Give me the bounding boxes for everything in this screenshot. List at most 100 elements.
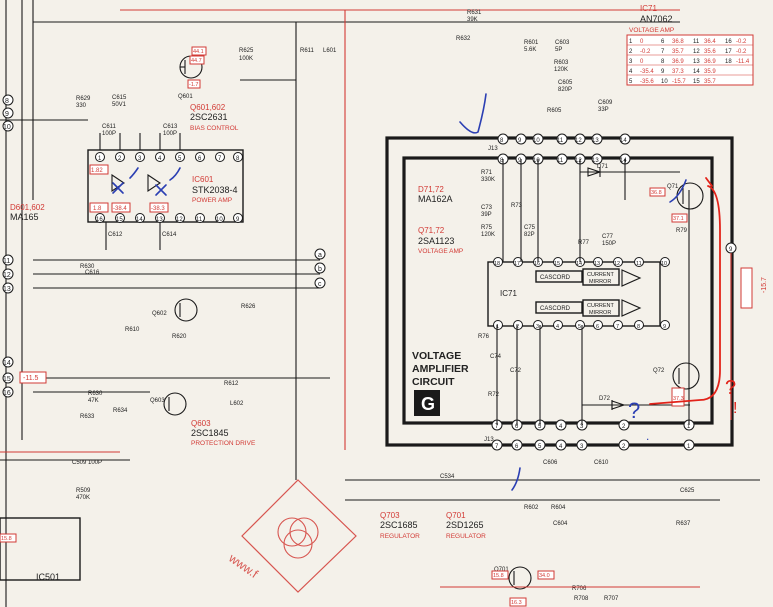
svg-text:IC71: IC71 [500, 289, 517, 298]
svg-text:C603: C603 [555, 40, 570, 46]
svg-text:15: 15 [3, 376, 11, 383]
svg-text:C75: C75 [524, 225, 536, 231]
svg-text:10: 10 [533, 158, 540, 164]
svg-text:R626: R626 [241, 304, 256, 310]
svg-text:4: 4 [559, 424, 563, 430]
svg-text:-15.7: -15.7 [761, 277, 768, 293]
svg-text:-38.3: -38.3 [151, 206, 165, 212]
svg-text:9: 9 [5, 111, 9, 118]
ic71-table-cell: 7 [661, 49, 665, 55]
watermark-logo: www.f [225, 479, 357, 593]
svg-text:47K: 47K [88, 398, 99, 404]
svg-text:12: 12 [575, 138, 582, 144]
svg-text:AMPLIFIER: AMPLIFIER [412, 363, 469, 375]
blue-pen-annotations: ? . [112, 93, 687, 491]
svg-text:50V1: 50V1 [112, 102, 127, 108]
svg-text:R602: R602 [524, 505, 539, 511]
svg-text:4: 4 [556, 324, 559, 330]
svg-text:17: 17 [514, 261, 520, 267]
svg-text:120K: 120K [554, 67, 568, 73]
svg-text:Q701: Q701 [494, 567, 509, 573]
svg-text:C72: C72 [510, 368, 522, 374]
svg-text:R79: R79 [676, 228, 688, 234]
svg-text:G: G [421, 394, 435, 414]
svg-text:3: 3 [580, 444, 584, 450]
svg-text:36.8: 36.8 [651, 190, 662, 196]
svg-text:2: 2 [622, 444, 626, 450]
svg-text:6: 6 [515, 444, 519, 450]
svg-text:3: 3 [580, 424, 584, 430]
svg-text:www.f: www.f [225, 550, 261, 581]
svg-text:c: c [318, 281, 322, 288]
svg-text:100P: 100P [102, 131, 116, 137]
bottom-area: C509 100P R509 470K IC501 15.8 R602 R604… [0, 451, 760, 607]
svg-text:REGULATOR: REGULATOR [380, 533, 420, 540]
svg-text:2SC1685: 2SC1685 [380, 520, 418, 530]
ic71-table-cell: 0 [640, 59, 644, 65]
svg-text:100P: 100P [163, 131, 177, 137]
svg-text:BIAS CONTROL: BIAS CONTROL [190, 125, 239, 132]
svg-text:C613: C613 [163, 124, 178, 130]
ic71-table-cell: 17 [725, 49, 732, 55]
svg-text:1.8: 1.8 [93, 206, 102, 212]
svg-text:R611: R611 [300, 48, 315, 54]
d71-diode: D71 [587, 164, 609, 177]
svg-text:14: 14 [620, 138, 627, 144]
svg-text:2SC2631: 2SC2631 [190, 112, 228, 122]
svg-text:J13: J13 [484, 437, 494, 443]
svg-text:2: 2 [118, 156, 122, 162]
svg-text:39P: 39P [481, 212, 492, 218]
svg-text:R509: R509 [76, 488, 91, 494]
svg-text:-11.5: -11.5 [23, 375, 39, 382]
svg-text:16.3: 16.3 [511, 600, 522, 606]
d72-diode: D72 [599, 396, 626, 410]
svg-text:C605: C605 [558, 80, 573, 86]
ic71-table-cell: 37.3 [672, 69, 684, 75]
svg-text:C616: C616 [85, 270, 100, 276]
svg-text:15: 15 [554, 261, 560, 267]
ic71-table-cell: 4 [629, 69, 633, 75]
q601-transistor: Q601 44.1 44.7 -1.7 Q601,602 2SC2631 BIA… [178, 46, 254, 132]
svg-text:VOLTAGE: VOLTAGE [412, 350, 461, 362]
svg-text:Q603: Q603 [150, 398, 165, 404]
red-pen-annotations: ? ! [649, 177, 737, 417]
ic71-table-cell: 3 [629, 59, 633, 65]
svg-text:C77: C77 [602, 234, 614, 240]
svg-text:!: ! [733, 400, 737, 417]
svg-text:5: 5 [178, 156, 182, 162]
svg-text:5: 5 [538, 424, 542, 430]
svg-text:14: 14 [620, 158, 627, 164]
svg-text:C74: C74 [490, 354, 502, 360]
svg-text:16: 16 [96, 217, 103, 223]
svg-text:8: 8 [637, 324, 640, 330]
ic71-table-cell: 2 [629, 49, 633, 55]
q72-transistor: Q72 37.3 [653, 362, 700, 407]
svg-text:R604: R604 [551, 505, 566, 511]
svg-text:12: 12 [575, 158, 582, 164]
svg-text:5: 5 [578, 324, 581, 330]
svg-text:C609: C609 [598, 100, 613, 106]
svg-text:6: 6 [515, 424, 519, 430]
svg-text:R72: R72 [488, 392, 500, 398]
svg-text:11: 11 [3, 258, 10, 265]
voltage-amp-board: J13 8 9 10 11 12 13 14 8 9 10 11 12 13 1… [385, 133, 737, 451]
svg-text:C612: C612 [108, 232, 123, 238]
ic71-table-cell: 36.8 [672, 39, 684, 45]
svg-text:R707: R707 [604, 596, 619, 602]
svg-text:13: 13 [592, 158, 599, 164]
svg-text:R612: R612 [224, 381, 239, 387]
svg-text:120K: 120K [481, 232, 495, 238]
svg-text:Q71,72: Q71,72 [418, 226, 445, 235]
svg-text:R631: R631 [467, 10, 482, 16]
svg-text:C614: C614 [162, 232, 177, 238]
svg-text:R71: R71 [481, 170, 493, 176]
svg-text:9: 9 [663, 324, 666, 330]
svg-text:D71,72: D71,72 [418, 185, 444, 194]
svg-text:10: 10 [661, 261, 667, 267]
svg-text:R633: R633 [80, 414, 95, 420]
svg-text:C615: C615 [112, 95, 127, 101]
svg-text:R632: R632 [456, 36, 471, 42]
svg-text:9: 9 [729, 247, 733, 253]
svg-text:8: 8 [500, 158, 504, 164]
svg-text:C625: C625 [680, 488, 695, 494]
